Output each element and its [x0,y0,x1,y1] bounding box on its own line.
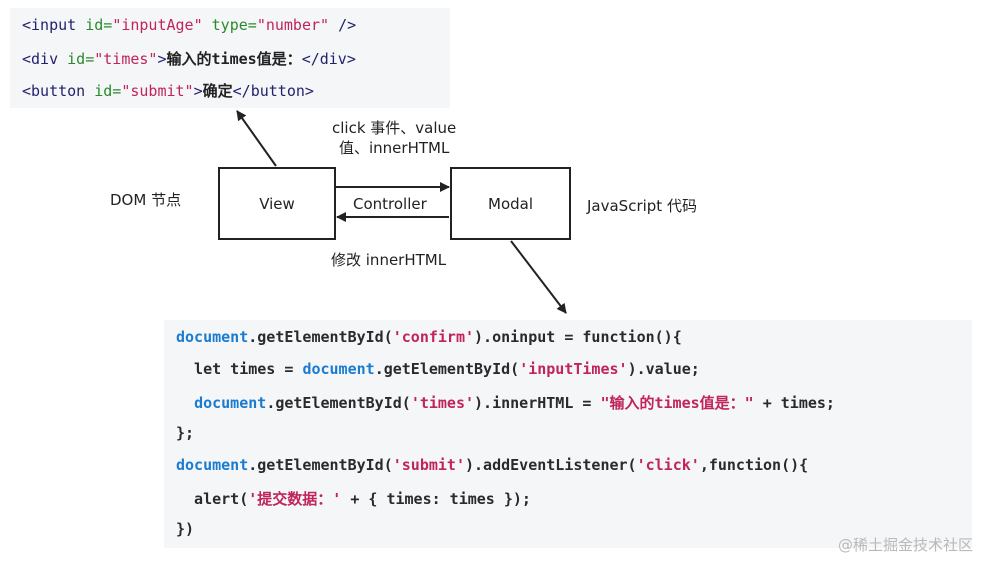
click-event-label-line1: click 事件、value [332,119,457,137]
code-token: "输入的times值是：" [600,394,754,412]
js-code-block: document.getElementById('confirm').oninp… [164,320,972,548]
html-code-line-3: <button id="submit">确定</button> [22,80,314,101]
code-token: 'submit' [392,456,465,474]
js-code-line-3: document.getElementById('times').innerHT… [176,392,835,413]
js-code-line-5: document.getElementById('submit').addEve… [176,456,808,474]
code-token: <button [22,82,95,100]
code-token: 值是： [256,50,302,68]
code-token: .getElementById( [248,328,393,346]
code-token: <input [22,16,86,34]
modify-innerhtml-label: 修改 innerHTML [331,251,447,269]
watermark: @稀土掘金技术社区 [837,536,973,554]
code-token: id= [85,16,113,34]
code-token: '提交数据：' [248,490,342,508]
modal-box: Modal [450,167,571,240]
code-token: 'confirm' [392,328,475,346]
html-code-block: <input id="inputAge" type="number" /> <d… [10,8,450,108]
code-token: "submit" [121,82,194,100]
dom-node-label: DOM 节点 [110,191,182,209]
code-token: id= [67,50,95,68]
code-token: 'times' [410,394,475,412]
code-token: ).addEventListener( [465,456,637,474]
view-box: View [218,167,336,240]
code-token: document [176,456,249,474]
controller-label: Controller [353,195,427,213]
code-token: "number" [256,16,330,34]
code-token: </button> [232,82,314,100]
code-token: 'inputTimes' [519,360,628,378]
code-token: "times" [94,50,158,68]
view-label: View [259,194,295,213]
code-token: let times = [176,360,303,378]
code-token: 确定 [202,82,233,100]
modal-label: Modal [488,194,533,213]
code-token: alert( [176,490,249,508]
code-token: <div [22,50,68,68]
code-token: ,function(){ [699,456,809,474]
js-code-line-2: let times = document.getElementById('inp… [176,360,700,378]
javascript-code-label: JavaScript 代码 [587,197,697,215]
code-token: .getElementById( [374,360,520,378]
code-token: 输入的 [166,50,212,68]
js-code-line-6: alert('提交数据：' + { times: times }); [176,488,531,509]
click-event-label-line2: 值、innerHTML [339,139,450,157]
code-token: ).value; [627,360,700,378]
code-token: type= [202,16,257,34]
code-token: "inputAge" [112,16,203,34]
code-token: document [302,360,375,378]
arrow-view-to-html [236,110,277,167]
arrow-modal-to-js [510,240,567,314]
code-token: ).oninput = function(){ [474,328,682,346]
html-code-line-1: <input id="inputAge" type="number" /> [22,16,356,34]
code-token: document [194,394,267,412]
code-token: times [211,50,257,68]
code-token: .getElementById( [248,456,393,474]
code-token: ).innerHTML = [474,394,601,412]
code-token: + { times: times }); [341,490,531,508]
code-token: .getElementById( [266,394,411,412]
js-code-line-1: document.getElementById('confirm').oninp… [176,328,682,346]
code-token: > [157,50,167,68]
code-token: /> [329,16,357,34]
code-token: + times; [753,394,835,412]
code-token: id= [94,82,122,100]
html-code-line-2: <div id="times">输入的times值是：</div> [22,48,356,69]
js-code-line-4: }; [176,424,195,442]
code-token [176,394,194,412]
js-code-line-7: }) [176,520,195,538]
code-token: > [193,82,203,100]
code-token: 'click' [636,456,700,474]
code-token: document [176,328,249,346]
code-token: </div> [301,50,356,68]
